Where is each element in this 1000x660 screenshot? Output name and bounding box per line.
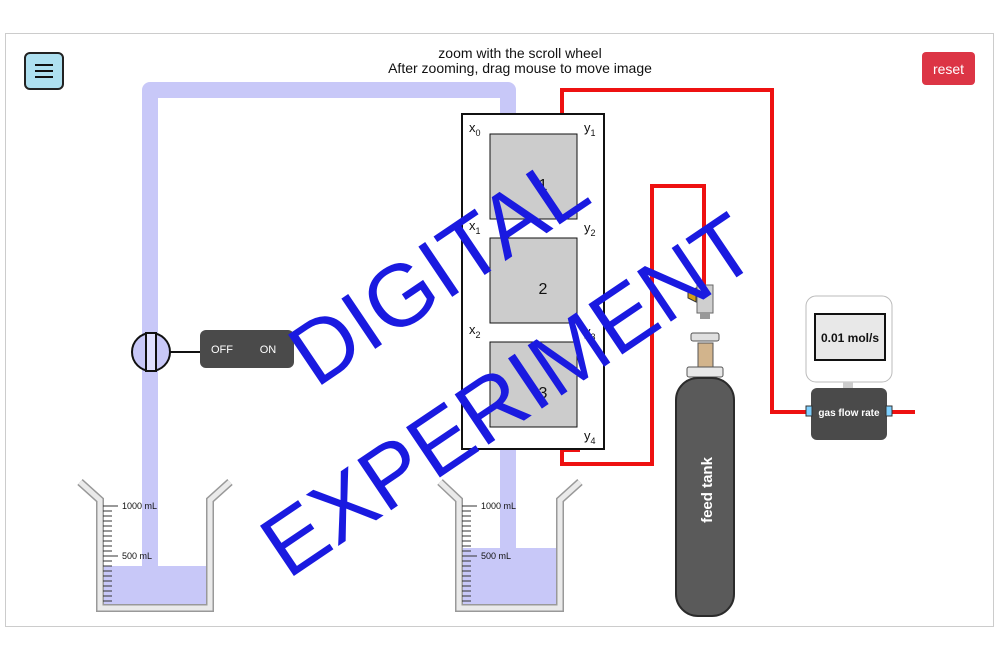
instruction-line-1: zoom with the scroll wheel <box>438 45 602 61</box>
pump-toggle-switch[interactable]: OFF ON <box>200 330 294 368</box>
y4-label: y4 <box>584 428 596 446</box>
switch-off-label: OFF <box>211 344 233 356</box>
feed-tank-label: feed tank <box>699 456 716 523</box>
instruction-line-2: After zooming, drag mouse to move image <box>388 60 652 76</box>
absorption-column: 1 2 3 x0 x1 x2 y1 y2 y3 y4 <box>461 113 605 450</box>
left-beaker-liquid <box>100 566 210 608</box>
flow-reading: 0.01 mol/s <box>821 331 879 345</box>
instructions: zoom with the scroll wheel After zooming… <box>360 46 680 76</box>
simulation-frame <box>5 33 994 627</box>
y1-label: y1 <box>584 120 596 138</box>
flow-meter-label: gas flow rate <box>818 408 880 419</box>
stage-1-label: 1 <box>539 177 548 194</box>
hamburger-menu-icon[interactable] <box>24 52 64 90</box>
left-beaker-mark-1000: 1000 mL <box>122 501 157 511</box>
reset-button[interactable]: reset <box>922 52 975 85</box>
stage-3-label: 3 <box>539 385 548 402</box>
valve-icon[interactable] <box>131 332 200 372</box>
right-beaker-mark-500: 500 mL <box>481 551 511 561</box>
right-beaker-liquid <box>459 548 560 608</box>
x0-label: x0 <box>469 120 481 138</box>
left-beaker: 1000 mL 500 mL <box>77 479 233 612</box>
y2-label: y2 <box>584 220 596 238</box>
feed-tank: feed tank <box>675 284 735 617</box>
tank-valve-icon[interactable] <box>687 287 697 303</box>
switch-on-label: ON <box>260 344 277 356</box>
x2-label: x2 <box>469 322 481 340</box>
stage-2-label: 2 <box>539 281 548 298</box>
right-beaker: 1000 mL 500 mL <box>437 479 583 612</box>
stage-2 <box>489 237 578 324</box>
y3-label: y3 <box>584 324 596 342</box>
x1-label: x1 <box>469 218 481 236</box>
left-beaker-mark-500: 500 mL <box>122 551 152 561</box>
stage-3 <box>489 341 578 428</box>
gas-flow-meter: 0.01 mol/s gas flow rate <box>805 295 893 440</box>
right-beaker-mark-1000: 1000 mL <box>481 501 516 511</box>
stage-1 <box>489 133 578 220</box>
